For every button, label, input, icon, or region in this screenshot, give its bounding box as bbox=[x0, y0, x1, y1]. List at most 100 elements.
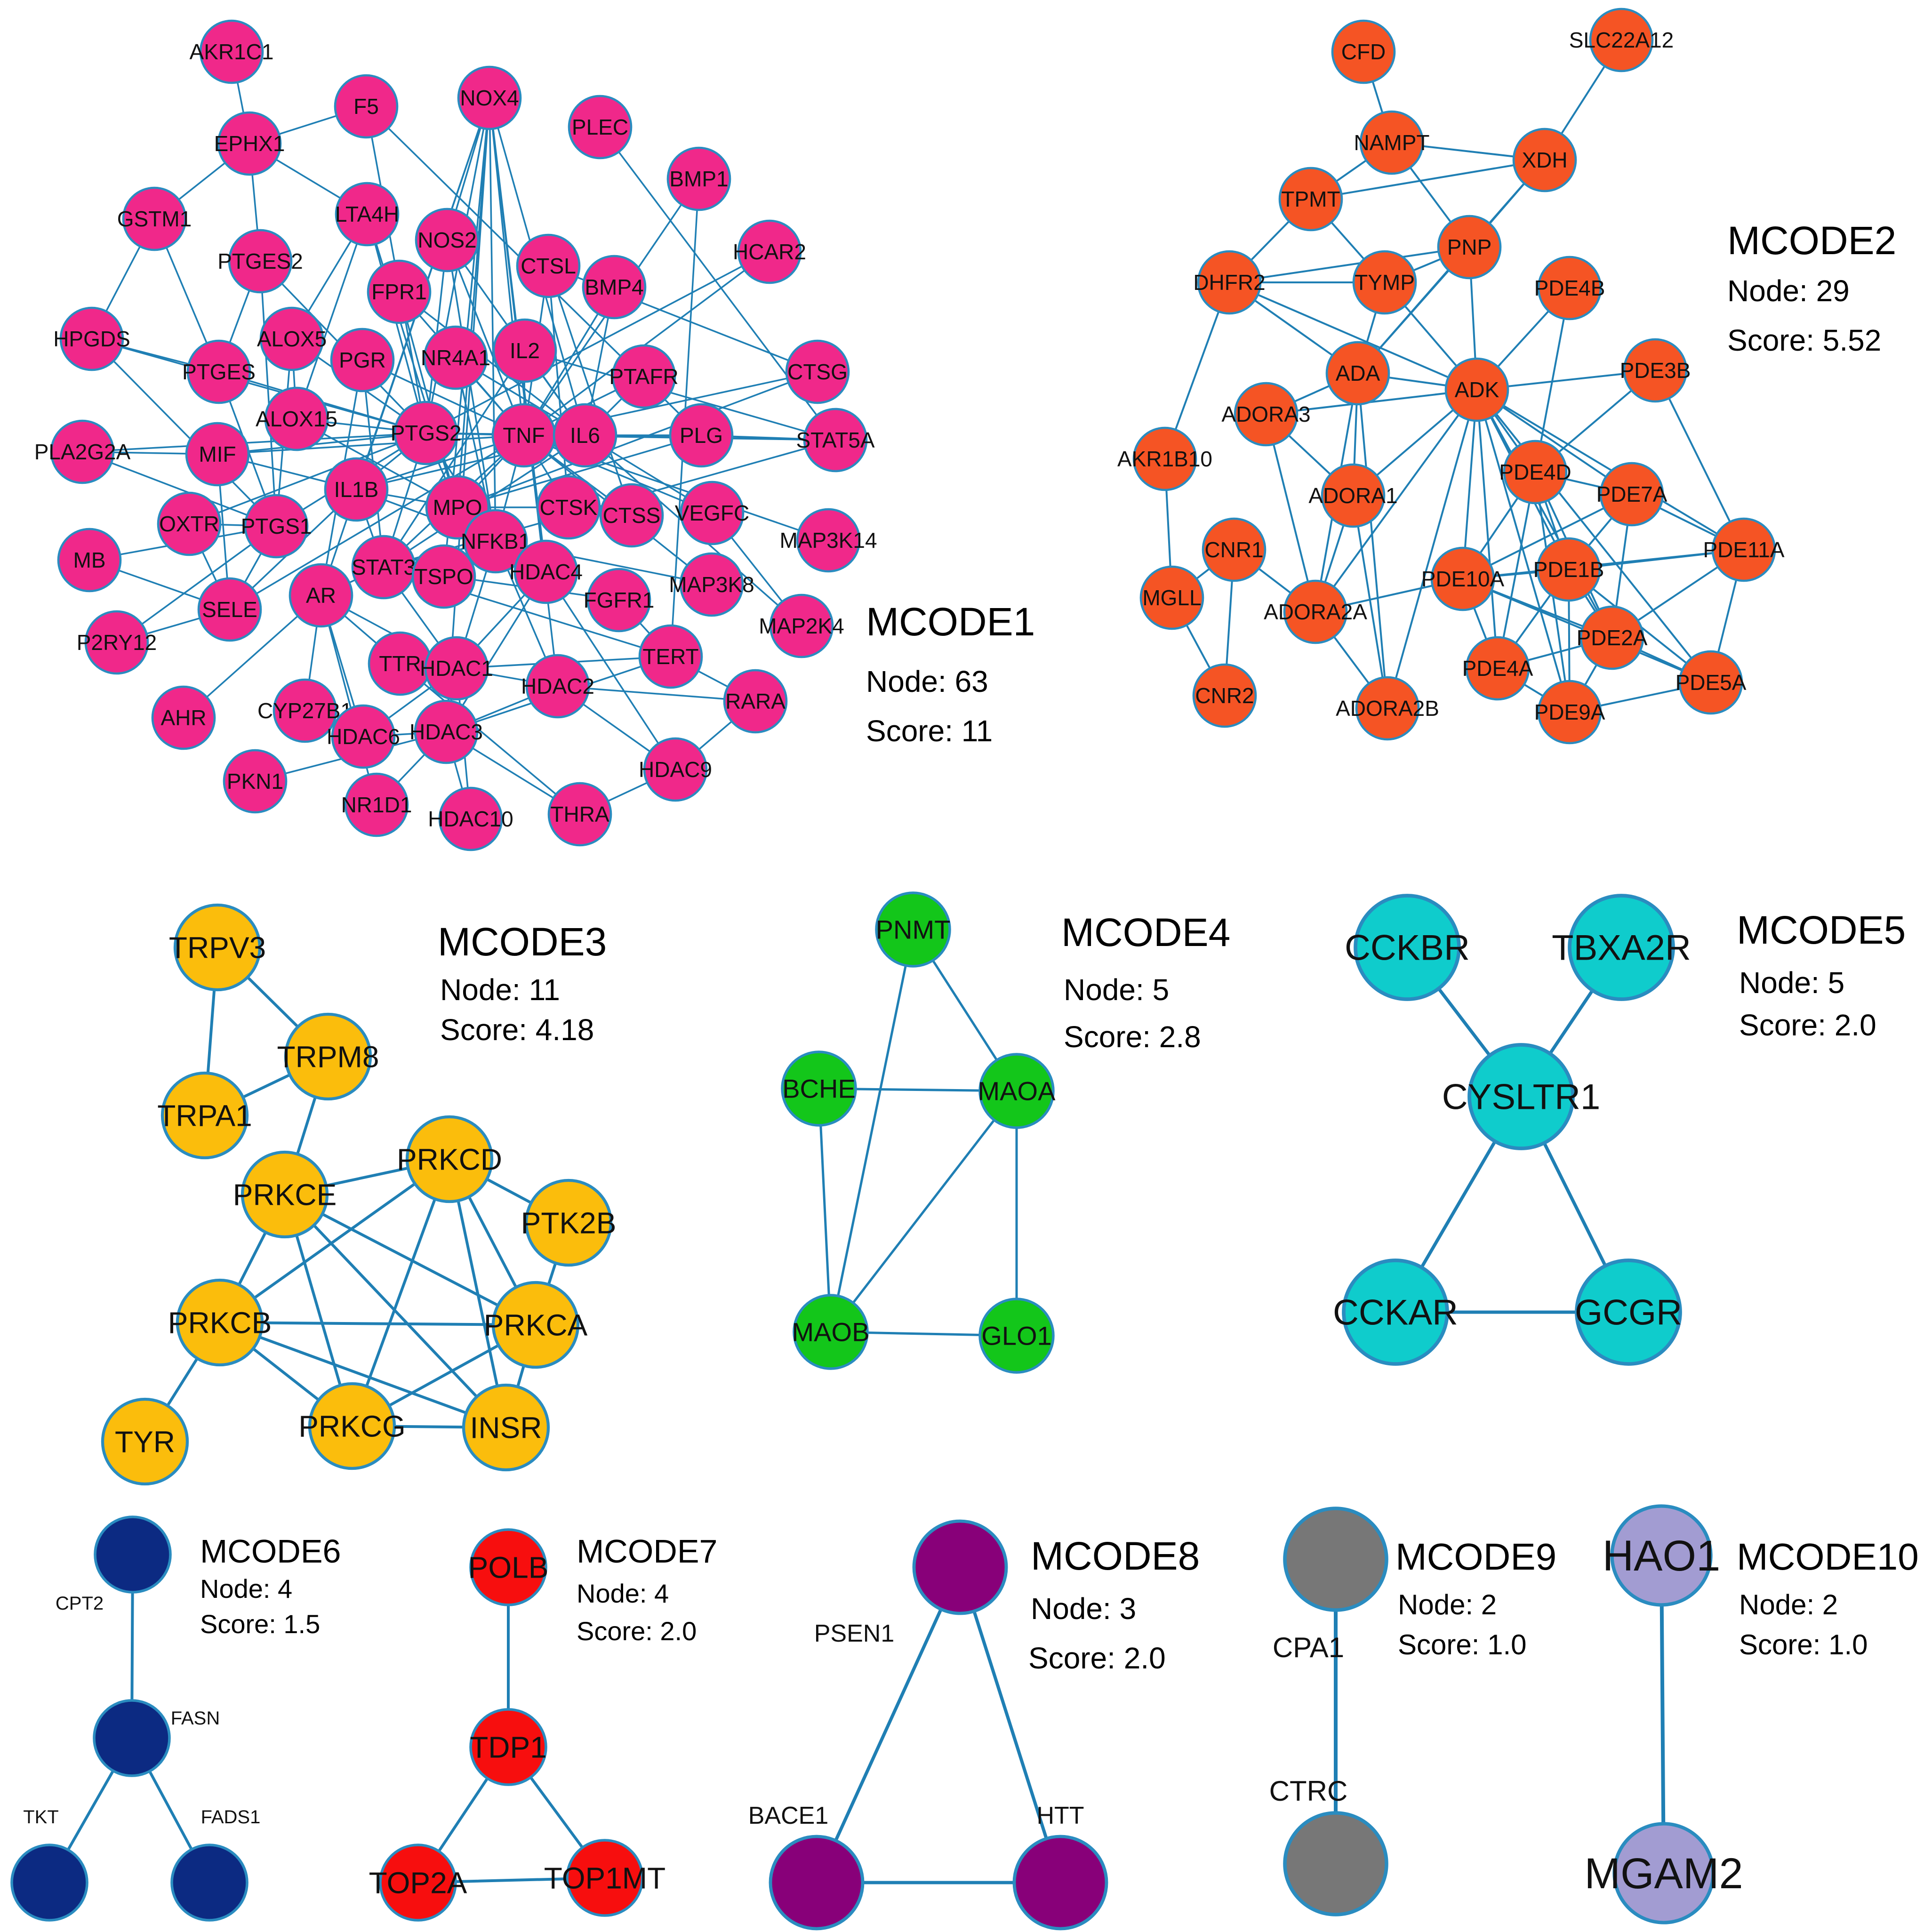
node-polb[interactable]: POLB bbox=[468, 1528, 549, 1606]
node-pde7a[interactable]: PDE7A bbox=[1596, 462, 1667, 527]
node-hpgds[interactable]: HPGDS bbox=[53, 306, 130, 371]
node-insr[interactable]: INSR bbox=[462, 1383, 550, 1472]
node-alox5[interactable]: ALOX5 bbox=[257, 306, 327, 371]
node-cpt2[interactable]: CPT2 bbox=[56, 1515, 172, 1614]
node-bmp4[interactable]: BMP4 bbox=[582, 255, 647, 320]
node-sele[interactable]: SELE bbox=[197, 577, 262, 642]
node-vegfc[interactable]: VEGFC bbox=[675, 481, 749, 545]
node-nox4[interactable]: NOX4 bbox=[457, 65, 522, 130]
node-maoa[interactable]: MAOA bbox=[978, 1053, 1056, 1129]
node-prkcb[interactable]: PRKCB bbox=[168, 1278, 272, 1367]
node-fasn[interactable]: FASN bbox=[93, 1699, 220, 1777]
node-tdp1[interactable]: TDP1 bbox=[469, 1708, 547, 1786]
node-cysltr1[interactable]: CYSLTR1 bbox=[1442, 1043, 1600, 1150]
node-prkcd[interactable]: PRKCD bbox=[397, 1115, 502, 1203]
node-trpm8[interactable]: TRPM8 bbox=[277, 1012, 379, 1101]
node-hdac3[interactable]: HDAC3 bbox=[409, 699, 483, 764]
node-hdac4[interactable]: HDAC4 bbox=[509, 539, 583, 604]
node-pde5a[interactable]: PDE5A bbox=[1675, 650, 1747, 715]
node-ada[interactable]: ADA bbox=[1325, 341, 1390, 406]
node-pde3b[interactable]: PDE3B bbox=[1620, 338, 1691, 403]
node-ctsg[interactable]: CTSG bbox=[785, 339, 850, 404]
node-oxtr[interactable]: OXTR bbox=[157, 491, 222, 556]
node-f5[interactable]: F5 bbox=[334, 74, 399, 139]
node-adk[interactable]: ADK bbox=[1444, 357, 1509, 422]
node-ptges[interactable]: PTGES bbox=[182, 339, 256, 404]
node-fads1[interactable]: FADS1 bbox=[170, 1807, 260, 1922]
node-hdac9[interactable]: HDAC9 bbox=[639, 737, 712, 802]
node-pnp[interactable]: PNP bbox=[1437, 215, 1502, 280]
node-hdac10[interactable]: HDAC10 bbox=[428, 786, 513, 851]
node-il1b[interactable]: IL1B bbox=[324, 457, 389, 522]
node-thra[interactable]: THRA bbox=[547, 782, 612, 847]
node-ar[interactable]: AR bbox=[289, 563, 353, 628]
node-akr1b10[interactable]: AKR1B10 bbox=[1117, 426, 1212, 491]
node-tert[interactable]: TERT bbox=[638, 624, 703, 689]
node-maob[interactable]: MAOB bbox=[792, 1294, 870, 1370]
node-hdac6[interactable]: HDAC6 bbox=[327, 704, 400, 769]
node-hcar2[interactable]: HCAR2 bbox=[733, 219, 806, 284]
node-rara[interactable]: RARA bbox=[723, 669, 788, 734]
node-tymp[interactable]: TYMP bbox=[1352, 250, 1417, 315]
node-ctrc[interactable]: CTRC bbox=[1269, 1775, 1388, 1916]
node-stat3[interactable]: STAT3 bbox=[351, 535, 416, 600]
node-htt[interactable]: HTT bbox=[1012, 1802, 1108, 1931]
node-il6[interactable]: IL6 bbox=[553, 403, 617, 468]
node-tkt[interactable]: TKT bbox=[10, 1807, 88, 1922]
node-pgr[interactable]: PGR bbox=[330, 328, 395, 393]
node-trpv3[interactable]: TRPV3 bbox=[169, 903, 266, 992]
node-stat5a[interactable]: STAT5A bbox=[796, 408, 875, 473]
node-nr1d1[interactable]: NR1D1 bbox=[341, 772, 412, 837]
node-nr4a1[interactable]: NR4A1 bbox=[421, 325, 490, 390]
node-pde11a[interactable]: PDE11A bbox=[1703, 517, 1785, 582]
node-cfd[interactable]: CFD bbox=[1331, 19, 1396, 84]
node-cckar[interactable]: CCKAR bbox=[1333, 1259, 1458, 1366]
node-tnf[interactable]: TNF bbox=[491, 403, 556, 468]
node-glo1[interactable]: GLO1 bbox=[978, 1298, 1055, 1374]
node-pde1b[interactable]: PDE1B bbox=[1533, 537, 1604, 602]
node-prkce[interactable]: PRKCE bbox=[233, 1150, 337, 1239]
node-mgll[interactable]: MGLL bbox=[1139, 565, 1204, 630]
node-bche[interactable]: BCHE bbox=[781, 1050, 857, 1127]
node-ptges2[interactable]: PTGES2 bbox=[217, 229, 303, 294]
node-fpr1[interactable]: FPR1 bbox=[367, 259, 432, 324]
node-ephx1[interactable]: EPHX1 bbox=[214, 111, 285, 176]
node-ptk2b[interactable]: PTK2B bbox=[521, 1178, 617, 1267]
node-fgfr1[interactable]: FGFR1 bbox=[584, 568, 655, 633]
node-cpa1[interactable]: CPA1 bbox=[1273, 1507, 1388, 1663]
node-pde9a[interactable]: PDE9A bbox=[1534, 680, 1605, 745]
node-adora1[interactable]: ADORA1 bbox=[1308, 463, 1398, 528]
node-gstm1[interactable]: GSTM1 bbox=[117, 186, 192, 251]
node-top1mt[interactable]: TOP1MT bbox=[544, 1839, 665, 1917]
node-adora2b[interactable]: ADORA2B bbox=[1336, 676, 1439, 741]
node-plec[interactable]: PLEC bbox=[568, 95, 633, 160]
node-hdac1[interactable]: HDAC1 bbox=[420, 636, 493, 701]
node-gcgr[interactable]: GCGR bbox=[1575, 1259, 1682, 1366]
node-adora3[interactable]: ADORA3 bbox=[1221, 382, 1311, 447]
node-akr1c1[interactable]: AKR1C1 bbox=[190, 19, 274, 84]
node-pde4b[interactable]: PDE4B bbox=[1534, 256, 1605, 321]
node-p2ry12[interactable]: P2RY12 bbox=[77, 610, 157, 675]
node-nos2[interactable]: NOS2 bbox=[415, 208, 480, 273]
node-cnr2[interactable]: CNR2 bbox=[1192, 663, 1257, 728]
node-map3k8[interactable]: MAP3K8 bbox=[669, 552, 754, 617]
node-pde2a[interactable]: PDE2A bbox=[1577, 605, 1648, 670]
node-tpmt[interactable]: TPMT bbox=[1278, 167, 1343, 232]
node-pla2g2a[interactable]: PLA2G2A bbox=[34, 419, 131, 484]
node-pde4d[interactable]: PDE4D bbox=[1499, 440, 1571, 505]
node-bace1[interactable]: BACE1 bbox=[748, 1802, 865, 1931]
node-bmp1[interactable]: BMP1 bbox=[666, 146, 731, 211]
node-pde4a[interactable]: PDE4A bbox=[1462, 636, 1533, 701]
node-xdh[interactable]: XDH bbox=[1512, 128, 1577, 192]
node-slc22a12[interactable]: SLC22A12 bbox=[1569, 8, 1674, 72]
node-map3k14[interactable]: MAP3K14 bbox=[779, 508, 877, 573]
node-ptgs1[interactable]: PTGS1 bbox=[241, 494, 312, 559]
node-ahr[interactable]: AHR bbox=[151, 685, 216, 750]
node-map2k4[interactable]: MAP2K4 bbox=[759, 593, 844, 658]
node-prkcg[interactable]: PRKCG bbox=[298, 1382, 406, 1470]
node-pnmt[interactable]: PNMT bbox=[875, 891, 951, 968]
node-mif[interactable]: MIF bbox=[185, 422, 250, 487]
node-cnr1[interactable]: CNR1 bbox=[1202, 517, 1267, 582]
node-trpa1[interactable]: TRPA1 bbox=[157, 1071, 252, 1160]
node-prkca[interactable]: PRKCA bbox=[484, 1281, 588, 1369]
